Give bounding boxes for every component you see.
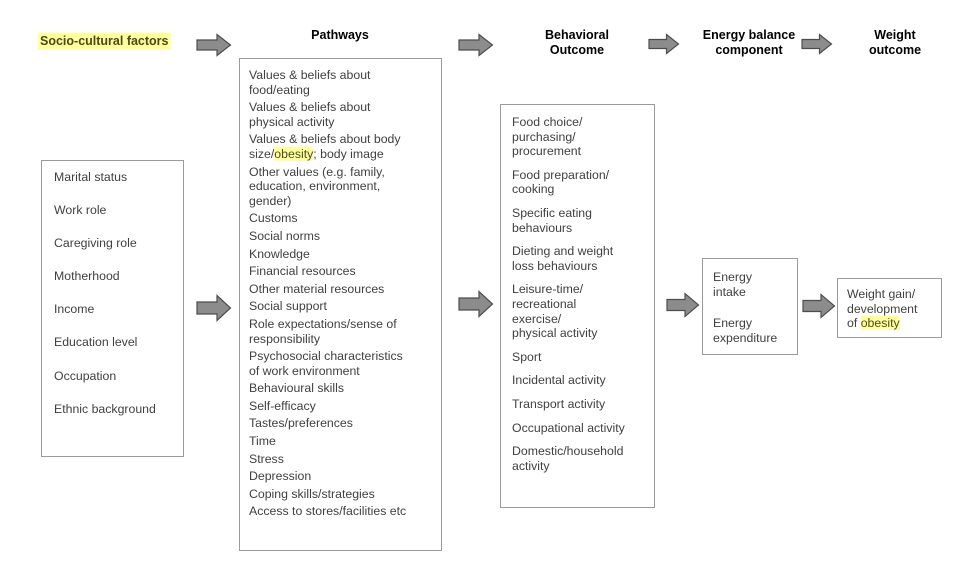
pathways-box: Values & beliefs about food/eating Value… [239, 58, 442, 551]
list-item: Coping skills/strategies [249, 486, 375, 501]
list-item: Sport [512, 349, 542, 364]
list-item: Caregiving role [54, 236, 137, 251]
list-item: Specific eating behaviours [512, 205, 592, 235]
list-item: Values & beliefs about body size/obesity… [249, 132, 401, 161]
energy-balance-list: Energy intake Energy expenditure [713, 270, 791, 345]
list-item: Values & beliefs about physical activity [249, 100, 371, 129]
weight-outcome-list: Weight gain/ development of obesity [847, 287, 935, 331]
behavioral-outcome-list: Food choice/ purchasing/ procurement Foo… [512, 115, 646, 473]
list-item: Occupation [54, 368, 117, 383]
list-item: Customs [249, 211, 298, 226]
list-item: Motherhood [54, 269, 120, 284]
arrow-right-icon-header-behavioral-to-energy [648, 33, 680, 55]
list-item: Ethnic background [54, 401, 156, 416]
list-item: Behavioural skills [249, 381, 345, 396]
list-item: Tastes/preferences [249, 416, 353, 431]
column-header-weight-outcome: Weight outcome [868, 28, 922, 57]
socio-cultural-factors-box: Marital status Work role Caregiving role… [41, 160, 184, 457]
list-item: Social norms [249, 228, 321, 243]
list-item: Psychosocial characteristics of work env… [249, 349, 403, 378]
list-item: Food preparation/ cooking [512, 167, 610, 197]
list-item: Occupational activity [512, 420, 625, 435]
list-item: Other material resources [249, 281, 385, 296]
column-header-behavioral-outcome: Behavioral Outcome [545, 28, 609, 57]
list-item: Transport activity [512, 396, 606, 411]
arrow-right-icon-pathways-to-behavioral [458, 290, 494, 318]
arrow-right-icon-demographics-to-pathways [196, 294, 232, 322]
energy-balance-box: Energy intake Energy expenditure [702, 258, 798, 355]
arrow-right-icon-energy-to-weight [802, 293, 836, 319]
socio-cultural-factors-list: Marital status Work role Caregiving role… [54, 170, 183, 416]
weight-outcome-box: Weight gain/ development of obesity [837, 278, 942, 338]
highlighted-term: obesity [274, 146, 314, 161]
list-item: Values & beliefs about food/eating [249, 68, 371, 97]
list-item: Self-efficacy [249, 398, 316, 413]
list-item: Incidental activity [512, 373, 606, 388]
list-item: Marital status [54, 170, 128, 184]
column-header-pathways: Pathways [311, 28, 369, 42]
list-item: Energy expenditure [713, 316, 778, 345]
list-item: Dieting and weight loss behaviours [512, 244, 614, 273]
arrow-right-icon-header-pathways-to-behavioral [458, 33, 494, 57]
list-item: Other values (e.g. family, education, en… [249, 164, 385, 208]
column-header-energy-balance: Energy balance component [702, 28, 796, 57]
arrow-right-icon-behavioral-to-energy [666, 292, 700, 318]
list-item: Work role [54, 203, 107, 218]
column-header-socio-cultural: Socio-cultural factors [38, 33, 171, 50]
list-item: Role expectations/sense of responsibilit… [249, 316, 397, 346]
list-item: Depression [249, 469, 312, 484]
list-item: Access to stores/facilities etc [249, 504, 407, 519]
list-item: Food choice/ purchasing/ procurement [512, 115, 583, 159]
arrow-right-icon-header-energy-to-weight [801, 33, 833, 55]
list-item: Social support [249, 299, 327, 314]
pathways-list: Values & beliefs about food/eating Value… [249, 68, 433, 519]
list-item: Domestic/household activity [512, 444, 624, 473]
list-item: Financial resources [249, 264, 356, 279]
list-item: Education level [54, 335, 138, 350]
list-item: Knowledge [249, 246, 310, 261]
list-item: Energy intake [713, 270, 752, 299]
arrow-right-icon-header-socio-to-pathways [196, 33, 232, 57]
highlighted-term: obesity [860, 316, 900, 331]
list-item: Income [54, 302, 95, 317]
list-item: Time [249, 434, 276, 449]
list-item: Stress [249, 451, 284, 466]
list-item: Leisure-time/ recreational exercise/ phy… [512, 282, 598, 341]
behavioral-outcome-box: Food choice/ purchasing/ procurement Foo… [500, 104, 655, 508]
list-item: Weight gain/ development of obesity [847, 287, 918, 331]
